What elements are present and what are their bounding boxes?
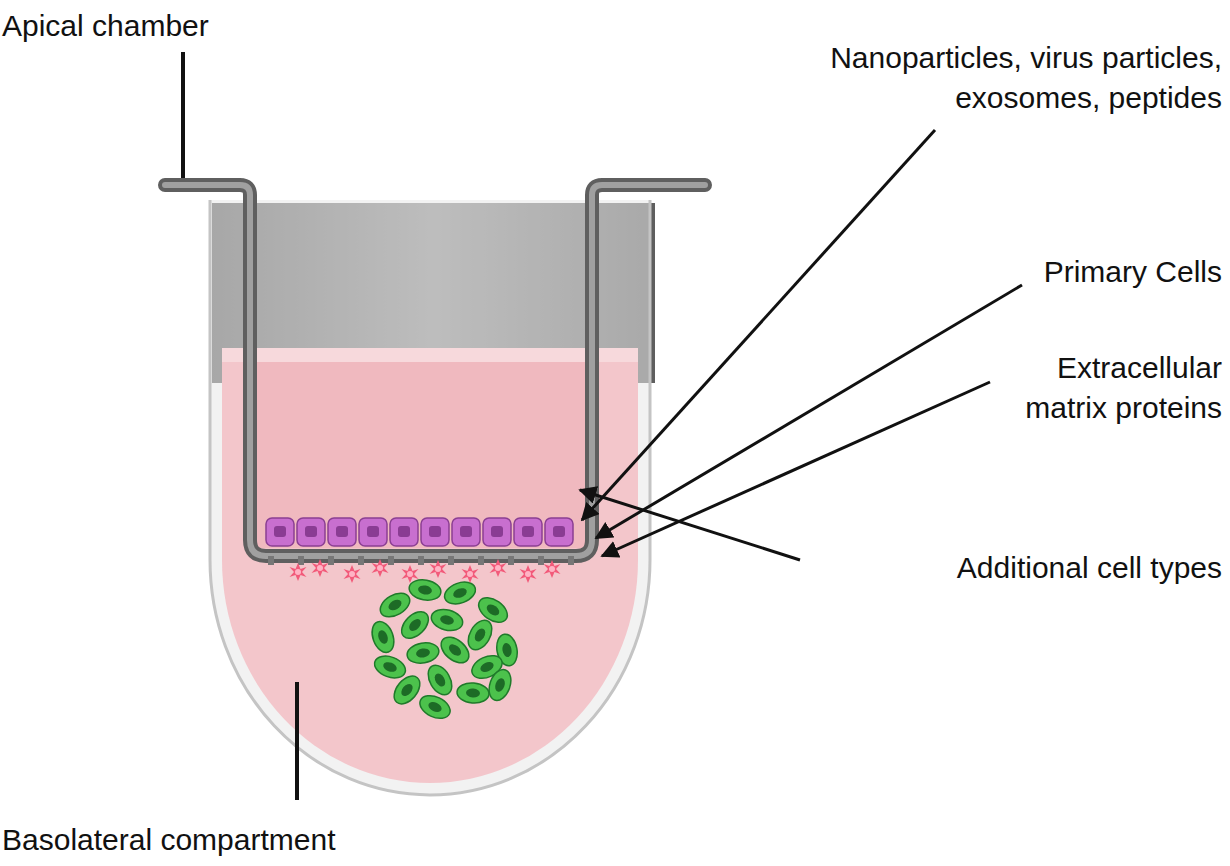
primary-cells	[266, 518, 573, 546]
cell-nucleus	[274, 526, 286, 537]
leader-arrow	[582, 130, 935, 520]
insert-highlight	[165, 185, 705, 556]
epithelial-cell	[359, 518, 387, 546]
cell-nucleus	[553, 526, 565, 537]
epithelial-cell	[266, 518, 294, 546]
basolateral-medium	[222, 348, 638, 783]
cell-nucleus	[491, 526, 503, 537]
callout-label: Apical chamber	[2, 6, 322, 46]
leader-arrow	[602, 382, 990, 556]
pore	[538, 556, 544, 565]
pore	[568, 556, 574, 565]
epithelial-cell	[483, 518, 511, 546]
epithelial-cell	[545, 518, 573, 546]
pore	[298, 556, 304, 565]
callout-label: Primary Cells	[962, 252, 1222, 292]
epithelial-cell	[297, 518, 325, 546]
cell-nucleus	[336, 526, 348, 537]
cell-nucleus	[305, 526, 317, 537]
medium-surface	[222, 348, 638, 362]
leader-line	[181, 52, 185, 178]
well-cup	[210, 200, 650, 795]
pore	[448, 556, 454, 565]
apical-medium	[256, 362, 586, 548]
pore	[328, 556, 334, 565]
membrane-pores	[268, 556, 574, 565]
transwell-insert	[165, 185, 705, 556]
pore	[268, 556, 274, 565]
callout-label: Additional cell types	[802, 548, 1222, 588]
callout-label: Basolateral compartment	[2, 820, 402, 860]
ecm-proteins	[290, 559, 561, 583]
callout-label: Nanoparticles, virus particles, exosomes…	[772, 38, 1222, 118]
cell-nucleus	[398, 526, 410, 537]
pore	[508, 556, 514, 565]
epithelial-cell	[390, 518, 418, 546]
leader-arrow	[596, 285, 1022, 538]
pore	[478, 556, 484, 565]
cell-nucleus	[367, 526, 379, 537]
epithelial-cell	[328, 518, 356, 546]
callout-label: Extracellular matrix proteins	[982, 348, 1222, 428]
epithelial-cell	[452, 518, 480, 546]
pore	[358, 556, 364, 565]
cell-nucleus	[460, 526, 472, 537]
cell-nucleus	[429, 526, 441, 537]
pore	[388, 556, 394, 565]
cell-nucleus	[522, 526, 534, 537]
epithelial-cell	[514, 518, 542, 546]
leader-line	[295, 682, 299, 800]
cell-cluster	[368, 577, 519, 722]
epithelial-cell	[421, 518, 449, 546]
pore	[418, 556, 424, 565]
leader-arrow	[580, 490, 800, 560]
